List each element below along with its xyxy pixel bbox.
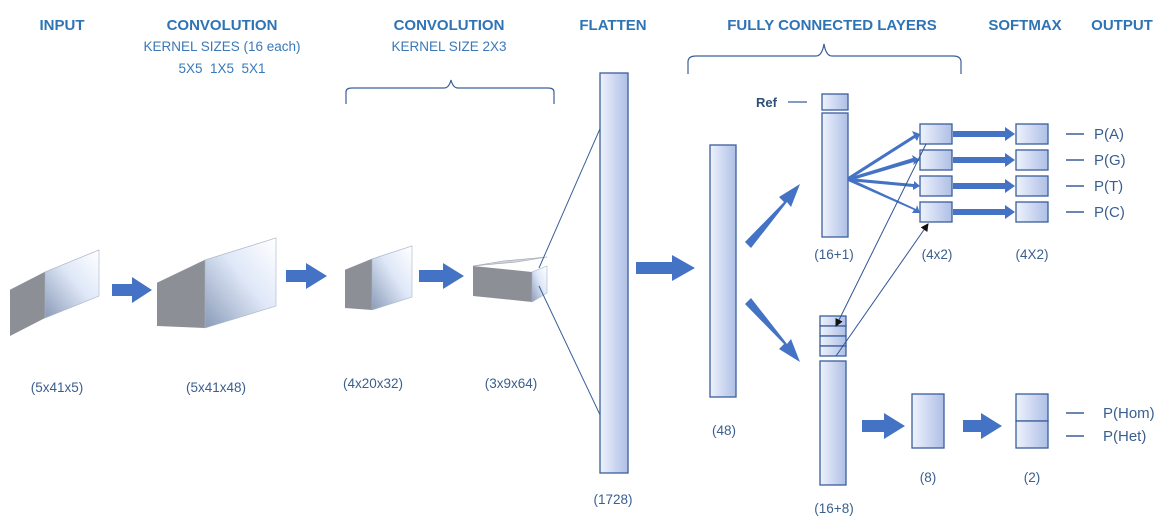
conv1-kernel-sizes: KERNEL SIZES (16 each) xyxy=(143,39,300,54)
dim-upper-fc: (16+1) xyxy=(814,247,853,262)
input-block xyxy=(9,249,100,336)
dim-conv3: (3x9x64) xyxy=(485,376,538,391)
output-p-het: P(Het) xyxy=(1103,428,1146,445)
output-p-g: P(G) xyxy=(1094,152,1126,169)
ref-label: Ref xyxy=(756,95,778,110)
conv2-kernel-size: KERNEL SIZE 2X3 xyxy=(391,39,506,54)
header-softmax: SOFTMAX xyxy=(988,17,1061,34)
output-lower: P(Hom) P(Het) xyxy=(1066,405,1155,445)
arrow-genotype-to-softmax xyxy=(963,413,1002,439)
upper-fc-layer xyxy=(821,112,849,238)
dim-softmax-lower: (2) xyxy=(1024,470,1041,485)
genotype-layer-8 xyxy=(911,393,945,449)
header-input: INPUT xyxy=(40,17,85,34)
dim-allele-layer: (4x2) xyxy=(922,247,953,262)
allele-to-softmax-arrows xyxy=(953,127,1015,219)
conv1-kernel-dims: 5X5 1X5 5X1 xyxy=(178,61,265,76)
arrow-flatten-to-fc xyxy=(636,255,695,281)
header-flatten: FLATTEN xyxy=(579,17,646,34)
fc-layer-48 xyxy=(709,144,737,398)
lower-fc-layer xyxy=(819,360,847,486)
connector-lower-to-allele-2 xyxy=(835,223,929,357)
dim-input: (5x41x5) xyxy=(31,380,84,395)
conv2-block xyxy=(344,245,413,311)
conv2-bracket xyxy=(345,79,555,104)
dim-softmax-upper: (4X2) xyxy=(1015,247,1048,262)
conv3-block xyxy=(472,256,548,303)
connector-allele-to-lower-1 xyxy=(835,143,927,327)
dim-lower-fc: (16+8) xyxy=(814,501,853,516)
output-p-hom: P(Hom) xyxy=(1103,405,1155,422)
header-output: OUTPUT xyxy=(1091,17,1153,34)
output-p-a: P(A) xyxy=(1094,126,1124,143)
dim-conv1: (5x41x48) xyxy=(186,380,246,395)
dim-conv2: (4x20x32) xyxy=(343,376,403,391)
arrow-conv1-to-conv2 xyxy=(286,263,327,289)
dim-fc: (48) xyxy=(712,423,736,438)
fan-arrows-to-allele-layer xyxy=(848,131,920,213)
output-p-t: P(T) xyxy=(1094,178,1123,195)
allele-layer-4x2 xyxy=(919,123,953,223)
conv1-block xyxy=(156,237,277,329)
header-convolution-1: CONVOLUTION xyxy=(167,17,278,34)
arrow-fc-to-upper xyxy=(745,184,800,248)
dim-genotype-layer: (8) xyxy=(920,470,937,485)
lower-fc-top-stack xyxy=(819,315,847,357)
arrow-lower-to-genotype xyxy=(862,413,905,439)
softmax-upper-4x2 xyxy=(1015,123,1049,223)
output-upper: P(A) P(G) P(T) P(C) xyxy=(1066,126,1126,221)
arrow-conv2-to-conv3 xyxy=(419,263,464,289)
softmax-lower-2 xyxy=(1015,393,1049,449)
dim-flatten: (1728) xyxy=(593,492,632,507)
output-p-c: P(C) xyxy=(1094,204,1125,221)
ref-box xyxy=(821,93,849,111)
header-convolution-2: CONVOLUTION xyxy=(394,17,505,34)
header-fully-connected: FULLY CONNECTED LAYERS xyxy=(727,17,936,34)
fc-bracket xyxy=(687,43,962,74)
arrow-input-to-conv1 xyxy=(112,277,152,303)
arrow-fc-to-lower xyxy=(745,298,800,362)
flatten-layer xyxy=(599,72,629,474)
